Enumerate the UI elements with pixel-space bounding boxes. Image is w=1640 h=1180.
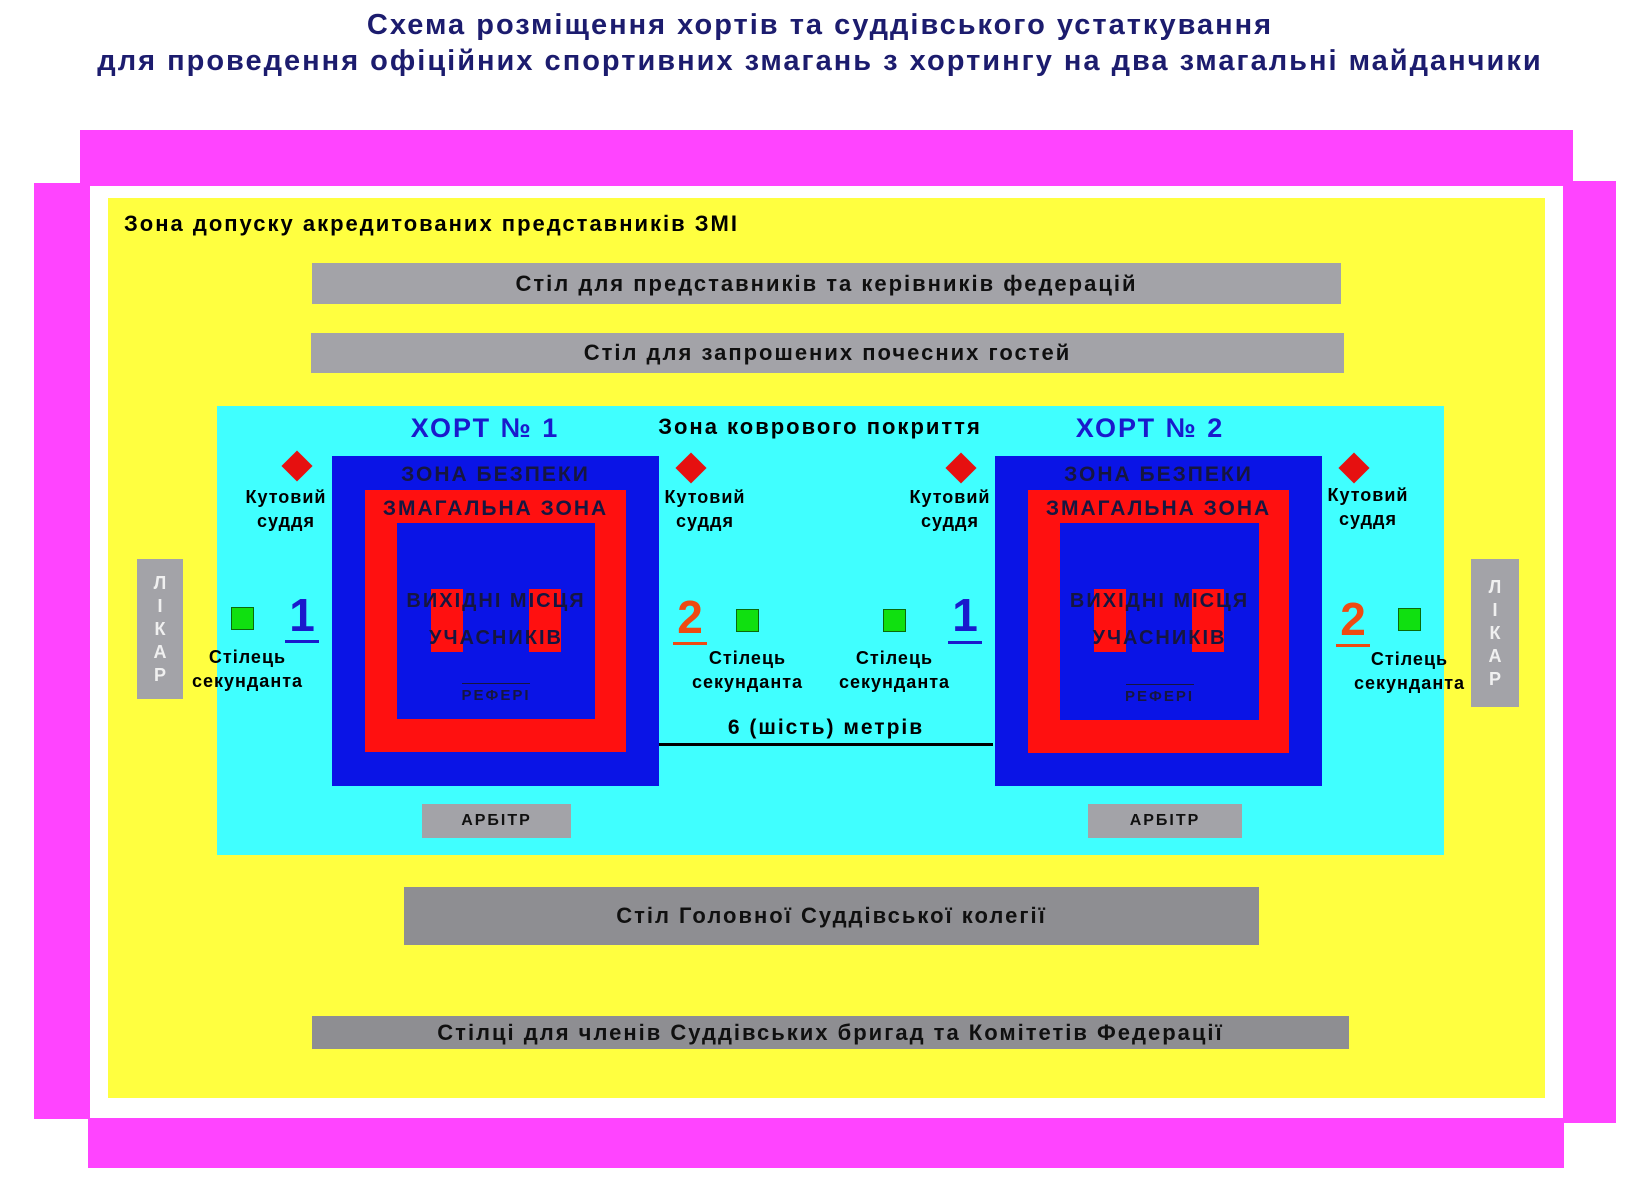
hort-2-referee-line — [1126, 684, 1194, 685]
hort-2-second-chair-right — [1398, 608, 1421, 631]
page-title-line-2: для проведення офіційних спортивних змаг… — [97, 45, 1543, 77]
hort-1-athlete-1-underline — [285, 640, 319, 643]
frame-top — [80, 130, 1573, 186]
hort-2-inner-area — [1060, 523, 1259, 720]
brigades-chairs: Стілці для членів Суддівських бригад та … — [312, 1016, 1349, 1049]
hort-2-title: ХОРТ № 2 — [1075, 413, 1225, 443]
federation-table: Стіл для представників та керівників фед… — [312, 263, 1341, 304]
hort-2-start-place-1 — [1094, 589, 1126, 652]
page-title-line-1: Схема розміщення хортів та суддівського … — [366, 9, 1274, 41]
hort-2-competition-label: ЗМАГАЛЬНА ЗОНА — [1045, 497, 1272, 520]
hort-1-second-chair-left — [231, 607, 254, 630]
hort-2-arbiter: АРБІТР — [1088, 804, 1242, 838]
hort-2-corner-judge-left-label: Кутовий суддя — [909, 487, 991, 531]
frame-right — [1563, 181, 1616, 1123]
hort-1-arbiter: АРБІТР — [422, 804, 571, 838]
hort-1-second-chair-right — [736, 609, 759, 632]
hort-1-athlete-2-underline — [673, 642, 707, 645]
hort-1-athlete-1-number: 1 — [289, 589, 315, 641]
distance-label: 6 (шість) метрів — [727, 716, 925, 739]
hort-1-corner-judge-right-label: Кутовий суддя — [664, 487, 746, 531]
hort-1-inner-area — [397, 523, 595, 719]
hort-2-athlete-2-underline — [1336, 644, 1370, 647]
frame-left — [34, 183, 90, 1119]
hort-2-second-chair-left — [883, 609, 906, 632]
hort-1-safety-label: ЗОНА БЕЗПЕКИ — [401, 463, 590, 486]
hort-1-second-chair-left-label: Стілець секунданта — [191, 647, 304, 691]
hort-2-start-label-2: УЧАСНИКІВ — [1092, 627, 1227, 649]
hort-2-athlete-1-underline — [948, 641, 982, 644]
hort-2-start-place-2 — [1192, 589, 1224, 652]
hort-1-referee-label: РЕФЕРІ — [461, 687, 531, 704]
hort-2-athlete-1-number: 1 — [952, 589, 978, 641]
hort-2-corner-judge-right-label: Кутовий суддя — [1327, 485, 1409, 529]
hort-2-second-chair-right-label: Стілець секунданта — [1353, 649, 1466, 693]
hort-2-second-chair-left-label: Стілець секунданта — [838, 648, 951, 692]
hort-1-start-label-1: ВИХІДНІ МІСЦЯ — [406, 590, 586, 612]
hort-1-competition-label: ЗМАГАЛЬНА ЗОНА — [382, 497, 609, 520]
hort-2-athlete-2-number: 2 — [1340, 593, 1366, 645]
hort-1-corner-judge-left-label: Кутовий суддя — [245, 487, 327, 531]
distance-line — [659, 743, 993, 746]
chief-jury-table: Стіл Головної Суддівської колегії — [404, 887, 1259, 945]
hort-1-start-place-2 — [529, 589, 561, 652]
doctor-right: Л І К А Р — [1471, 559, 1519, 707]
hort-1-start-place-1 — [431, 589, 463, 652]
doctor-left: Л І К А Р — [137, 559, 183, 699]
hort-2-safety-label: ЗОНА БЕЗПЕКИ — [1064, 463, 1253, 486]
hort-2-referee-label: РЕФЕРІ — [1125, 688, 1194, 705]
hort-1-second-chair-right-label: Стілець секунданта — [691, 648, 804, 692]
hort-1-title: ХОРТ № 1 — [410, 413, 560, 443]
guests-table: Стіл для запрошених почесних гостей — [311, 333, 1344, 373]
frame-bottom — [88, 1118, 1564, 1168]
hort-1-referee-line — [462, 683, 530, 684]
carpet-zone-label: Зона коврового покриття — [658, 414, 982, 439]
hort-1-athlete-2-number: 2 — [677, 591, 703, 643]
media-zone-label: Зона допуску акредитованих представників… — [124, 211, 739, 236]
hort-1-start-label-2: УЧАСНИКІВ — [429, 627, 563, 649]
hort-2-start-label-1: ВИХІДНІ МІСЦЯ — [1069, 590, 1250, 612]
